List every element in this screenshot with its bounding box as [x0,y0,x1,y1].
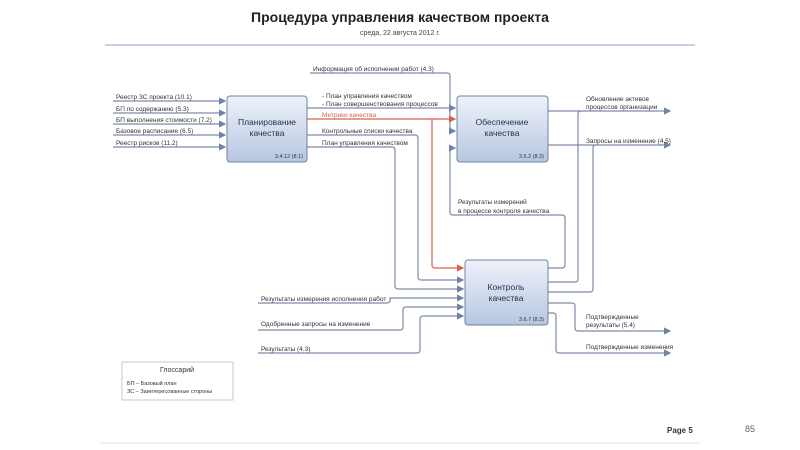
flow-label: результаты (5.4) [586,322,635,329]
flow-label: Метрики качества [322,112,376,119]
process-assurance[interactable]: Обеспечение качества 3.5.2 (8.2) [456,95,549,163]
input-label: БП выполнения стоимости (7.2) [116,117,212,124]
process-code: 3.6.7 (8.3) [519,317,544,323]
page-subtitle: среда, 22 августа 2012 г. [360,30,440,37]
flow-label: План управления качеством [322,140,408,147]
flow-label: Подтвержденные изменения [586,344,674,351]
flow-label: процессов организации [586,104,658,111]
input-label: Базовое расписание (6.5) [116,128,193,135]
flow-label: Результаты измерений [458,198,527,206]
flow-label: Одобренные запросы на изменение [261,320,371,328]
process-title: качества [485,128,520,138]
glossary-title: Глоссарий [160,366,194,374]
flow-label: Обновление активов [586,95,649,103]
process-title: Контроль [488,282,525,292]
glossary: Глоссарий БП – Базовый план ЗС – Заинтер… [121,361,234,401]
process-title: Планирование [238,117,296,127]
page-number: Page 5 [667,426,693,435]
flows: Информация об исполнении работ (4.3) - П… [258,65,674,357]
glossary-item: ЗС – Заинтересованные стороны [127,389,212,395]
planning-inputs: Реестр ЗС проекта (10.1) БП по содержани… [113,94,227,151]
process-planning[interactable]: Планирование качества 3.4.12 (8.1) [226,95,308,163]
slide-number: 85 [745,424,755,434]
flow-label: Результаты измерения исполнения работ [261,295,386,303]
flow-label: Подтвержденные [586,314,639,321]
glossary-item: БП – Базовый план [127,380,177,387]
process-control[interactable]: Контроль качества 3.6.7 (8.3) [464,259,549,326]
page-title: Процедура управления качеством проекта [251,9,549,25]
input-label: Реестр ЗС проекта (10.1) [116,94,192,101]
input-label: БП по содержанию (5.3) [116,106,189,113]
process-code: 3.4.12 (8.1) [275,154,303,160]
flow-label: - План управления качеством [322,93,412,100]
flow-label: Информация об исполнении работ (4.3) [313,65,434,73]
flow-label: в процессе контроля качества [458,208,550,215]
flow-label: Запросы на изменение (4.5) [586,138,671,145]
process-title: качества [250,128,285,138]
input-label: Реестр рисков (11.2) [116,140,178,147]
flow-label: Контрольные списки качества [322,128,413,135]
process-title: качества [489,293,524,303]
process-code: 3.5.2 (8.2) [519,154,544,160]
flow-label: - План совершенствования процессов [322,101,438,108]
flow-label: Результаты (4.3) [261,346,310,353]
process-title: Обеспечение [476,117,529,127]
